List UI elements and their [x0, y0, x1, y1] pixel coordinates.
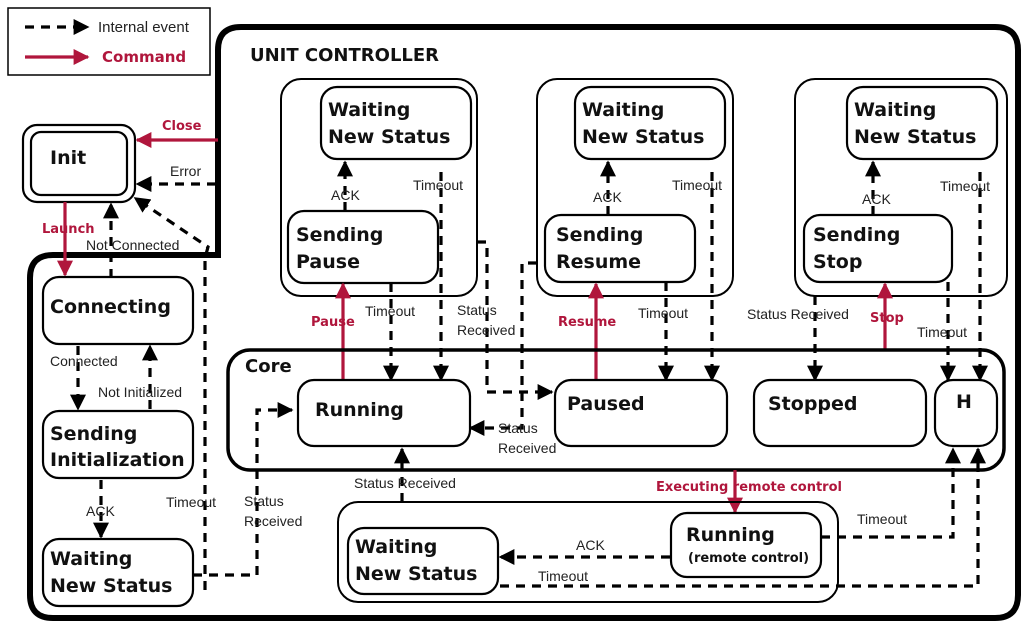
svg-text:Resume: Resume [556, 251, 641, 273]
label-timeout-pause-wait: Timeout [413, 177, 463, 193]
label-error: Error [170, 163, 201, 179]
svg-text:Sending: Sending [556, 224, 643, 246]
svg-text:Stop: Stop [813, 251, 862, 273]
transition-status-received-resume [468, 261, 537, 436]
group-stop [794, 78, 1008, 297]
label-timeout-rc-running: Timeout [857, 511, 907, 527]
label-status-init-2: Received [244, 513, 302, 529]
svg-text:Initialization: Initialization [50, 449, 185, 471]
label-resume: Resume [558, 315, 616, 330]
label-timeout-sending-resume: Timeout [638, 305, 688, 321]
svg-text:H: H [956, 391, 972, 413]
group-resume [536, 78, 734, 297]
svg-text:Waiting: Waiting [50, 548, 132, 570]
svg-text:Pause: Pause [296, 251, 360, 273]
label-stop: Stop [870, 311, 904, 326]
label-timeout-rc-wait: Timeout [538, 568, 588, 584]
svg-text:Waiting: Waiting [355, 536, 437, 558]
group-pause [280, 78, 478, 297]
svg-text:Sending: Sending [296, 224, 383, 246]
legend-command-label: Command [102, 48, 186, 66]
state-waiting-new-status-pause[interactable]: Waiting New Status [319, 85, 473, 161]
label-ack-stop: ACK [862, 191, 891, 207]
svg-text:New Status: New Status [355, 563, 477, 585]
label-status-resume-2: Received [498, 440, 556, 456]
unit-controller-title: UNIT CONTROLLER [250, 45, 439, 66]
svg-text:Waiting: Waiting [854, 99, 936, 121]
svg-text:Sending: Sending [50, 423, 137, 445]
label-ack-resume: ACK [593, 189, 622, 205]
transition-status-received-init [193, 402, 294, 577]
svg-text:Sending: Sending [813, 224, 900, 246]
state-connecting[interactable]: Connecting [41, 275, 195, 346]
state-history[interactable]: H [933, 378, 999, 448]
svg-text:New Status: New Status [50, 575, 172, 597]
state-sending-initialization[interactable]: Sending Initialization [41, 409, 195, 480]
state-stopped[interactable]: Stopped [752, 378, 928, 448]
svg-text:Running: Running [686, 524, 775, 546]
svg-text:Init: Init [50, 147, 86, 169]
legend: Internal event Command [7, 7, 211, 76]
transition-timeout-to-init [133, 196, 210, 590]
label-status-init-1: Status [244, 493, 284, 509]
legend-box [7, 7, 211, 76]
label-timeout-sending-stop: Timeout [917, 324, 967, 340]
label-timeout-stop-wait: Timeout [940, 178, 990, 194]
svg-text:New Status: New Status [854, 126, 976, 148]
label-launch: Launch [42, 222, 95, 237]
label-not-connected: Not Connected [86, 237, 179, 253]
svg-text:Waiting: Waiting [328, 99, 410, 121]
state-running[interactable]: Running [296, 378, 472, 448]
svg-text:Running: Running [315, 399, 404, 421]
label-ack-rc: ACK [576, 537, 605, 553]
label-connected: Connected [50, 353, 118, 369]
transition-timeout-rc-running [821, 447, 961, 539]
svg-text:New Status: New Status [328, 126, 450, 148]
label-executing-remote-control: Executing remote control [656, 480, 842, 495]
label-status-received-stop: Status Received [747, 306, 849, 322]
state-waiting-new-status-stop[interactable]: Waiting New Status [845, 85, 999, 161]
svg-text:Connecting: Connecting [50, 296, 171, 318]
label-not-initialized: Not Initialized [98, 384, 182, 400]
core-region [226, 348, 1006, 472]
label-pause: Pause [311, 315, 355, 330]
svg-text:Stopped: Stopped [768, 393, 858, 415]
state-sending-stop[interactable]: Sending Stop [802, 213, 954, 284]
state-waiting-new-status-rc[interactable]: Waiting New Status [346, 526, 500, 596]
label-timeout-init: Timeout [166, 494, 216, 510]
state-waiting-new-status-init[interactable]: Waiting New Status [41, 537, 195, 608]
label-status-resume-1: Status [498, 420, 538, 436]
state-init[interactable]: Init [21, 123, 137, 204]
legend-internal-label: Internal event [98, 19, 190, 36]
label-status-pause-2: Received [457, 322, 515, 338]
label-ack-pause: ACK [331, 187, 360, 203]
label-ack-init: ACK [86, 503, 115, 519]
state-sending-resume[interactable]: Sending Resume [543, 213, 697, 284]
state-paused[interactable]: Paused [553, 378, 729, 448]
svg-text:Waiting: Waiting [582, 99, 664, 121]
label-status-pause-1: Status [457, 302, 497, 318]
unit-controller-boundary [27, 24, 1021, 621]
svg-text:(remote control): (remote control) [688, 551, 809, 566]
label-close: Close [162, 119, 202, 134]
group-remote-control [337, 501, 839, 603]
state-running-remote-control[interactable]: Running (remote control) [669, 511, 823, 579]
svg-text:Paused: Paused [567, 393, 645, 415]
core-title: Core [245, 356, 292, 377]
label-timeout-sending-pause: Timeout [365, 303, 415, 319]
label-status-received-rc: Status Received [354, 475, 456, 491]
transition-status-received-pause [477, 240, 554, 400]
label-timeout-resume-wait: Timeout [672, 177, 722, 193]
state-sending-pause[interactable]: Sending Pause [286, 209, 440, 285]
svg-text:New Status: New Status [582, 126, 704, 148]
state-waiting-new-status-resume[interactable]: Waiting New Status [573, 85, 727, 161]
